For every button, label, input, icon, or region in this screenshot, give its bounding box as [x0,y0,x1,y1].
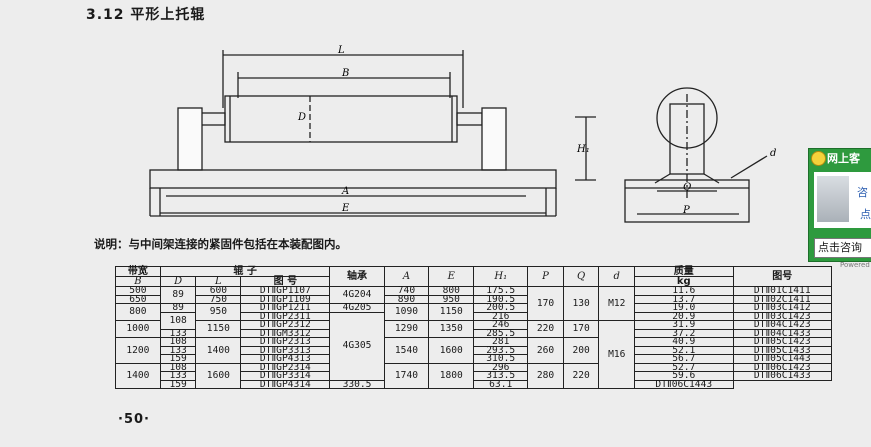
col-bearing: 轴承 [329,266,385,287]
cell-D: 159 [159,379,197,389]
dim-label-B: B [341,68,349,79]
consult-button[interactable]: 咨 [857,186,868,199]
cell-fig-no: DTⅡ06C1433 [732,371,832,381]
table-row: 800 89 950 DTⅡGP1211 4G205 1090 1150 200… [115,303,832,321]
cell-P: 280 [527,362,564,389]
cell-A: 1090 [383,303,430,321]
dim-label-P: P [682,205,690,216]
cell-E: 1150 [428,303,475,321]
table-row: 108 DTⅡGP2311 4G305 216 20.9 DTⅡ03C1423 [116,311,832,381]
click-button[interactable]: 点 [860,208,871,221]
cell-B: 1200 [115,337,161,364]
cell-d: M16 [598,320,636,389]
col-Q: Q [562,266,600,287]
cell-E: 1350 [428,320,475,338]
col-D: D [159,276,197,287]
col-P: P [527,266,564,287]
cell-L: 750 [195,294,242,304]
roller-drawing: L B D A E H₁ Q P d [149,45,776,223]
cell-D: 89 [159,286,197,304]
consult-link[interactable]: 点击咨询 [814,238,871,258]
dim-label-D: D [297,112,306,123]
page-number: ·50· [118,412,150,427]
cell-A: 890 [383,294,430,304]
cell-E: 950 [428,294,475,304]
cell-D: 108 [159,311,197,330]
section-heading: 3.12 平形上托辊 [86,7,206,23]
cell-roller-no: DTⅡGP4314 [240,379,331,389]
col-A: A [383,266,430,287]
dim-label-A: A [341,186,349,197]
dim-label-L: L [337,45,345,56]
table-subheader-row: B D L 图 号 kg [115,276,832,287]
col-fig-no: 图号 [732,266,832,287]
cell-d: M12 [598,286,636,321]
cell-fig-no: DTⅡ06C1443 [634,379,734,389]
cell-A: 1740 [383,362,430,389]
table-row: 650 750 DTⅡGP1109 890 950 190.5 13.7 DTⅡ… [115,294,832,304]
powered-by-label: Powered [840,261,870,269]
chat-title: 网上客 [827,152,860,165]
cell-bearing: 4G305 [329,311,385,381]
table-row: 1000 1150 DTⅡGP2312 1290 1350 246 220 17… [115,320,832,389]
col-belt-width: 带宽 [115,266,161,277]
dim-label-Q: Q [683,182,691,193]
table-row: 1200 108 1400 DTⅡGP2313 1540 1600 281 26… [115,337,832,364]
dim-label-d: d [770,148,776,159]
cell-H1: 330.5 [329,379,385,389]
col-H1: H₁ [473,266,529,287]
col-drawing-no: 图 号 [240,276,331,287]
table-row: 133 DTⅡGM3312 285.5 37.2 DTⅡ04C1433 [116,328,832,338]
cell-L: 1600 [195,362,242,389]
cell-L: 950 [195,303,242,321]
spec-table: 带宽 辊 子 轴承 A E H₁ P Q d 质量 图号 B D L 图 号 k… [115,266,832,389]
col-roller: 辊 子 [159,266,331,277]
smiley-icon [811,151,826,166]
cell-P: 170 [527,286,564,321]
cell-B: 650 [115,294,161,304]
cell-Q: 220 [562,362,600,389]
cell-L: 1150 [195,320,242,338]
cell-bearing: 4G205 [329,303,385,313]
cell-mass: 63.1 [473,379,529,389]
dim-label-E: E [341,203,350,214]
cell-Q: 130 [562,286,600,321]
table-header-row: 带宽 辊 子 轴承 A E H₁ P Q d 质量 图号 [115,266,832,287]
cell-E: 1600 [428,337,475,364]
cell-D: 89 [159,303,197,313]
cell-bearing: 4G204 [329,286,385,304]
table-row: 1400 108 1600 DTⅡGP2314 1740 1800 296 28… [115,362,832,389]
cell-E: 1800 [428,362,475,389]
cell-Q: 170 [562,320,600,338]
col-d: d [598,266,636,287]
col-E: E [428,266,475,287]
table-row: 159 DTⅡGP4314 330.5 63.1 DTⅡ06C1443 [116,379,832,389]
cell-P: 260 [527,337,564,364]
cell-A: 1540 [383,337,430,364]
cell-A: 1290 [383,320,430,338]
cell-L: 1400 [195,337,242,364]
col-B: B [115,276,161,287]
table-row: 159 DTⅡGP4313 310.5 56.7 DTⅡ05C1443 [116,354,832,364]
cell-B: 1400 [115,362,161,389]
cell-B: 800 [115,303,161,321]
cell-P: 220 [527,320,564,338]
assembly-note: 说明：与中间架连接的紧固件包括在本装配图内。 [94,237,347,251]
cell-Q: 200 [562,337,600,364]
col-kg: kg [634,276,734,287]
cell-B: 1000 [115,320,161,338]
avatar [817,176,849,222]
col-mass: 质量 [634,266,734,277]
dim-label-H1: H₁ [576,144,590,155]
